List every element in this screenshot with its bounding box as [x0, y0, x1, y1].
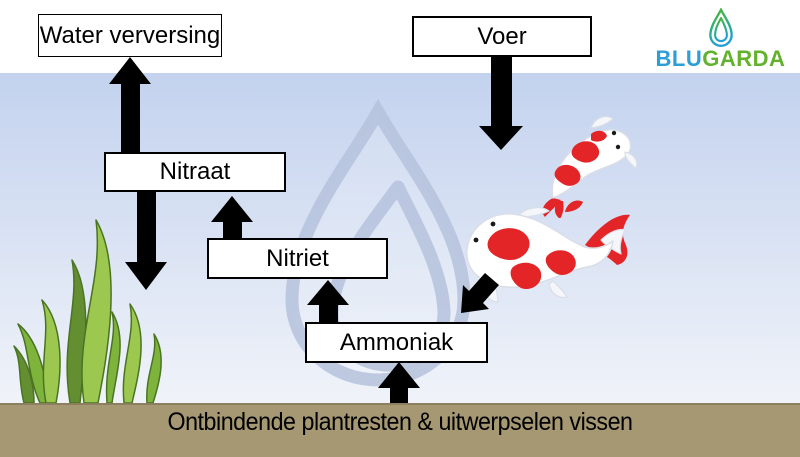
arrow-fish-to-ammoniak — [461, 273, 499, 313]
koi-fish-large-icon — [466, 200, 630, 303]
logo-text-blu: BLU — [655, 46, 703, 71]
box-ammoniak-label: Ammoniak — [339, 328, 454, 356]
koi-fish-small-icon — [542, 116, 638, 218]
box-nitriet-label: Nitriet — [266, 244, 329, 272]
arrow-ammoniak-to-nitriet — [307, 280, 349, 322]
arrow-nitraat-to-water-verversing — [109, 57, 151, 152]
arrow-nitraat-to-plants — [125, 192, 167, 290]
box-voer-label: Voer — [477, 22, 527, 50]
box-water-verversing: Water verversing — [38, 14, 222, 57]
box-nitraat-label: Nitraat — [159, 158, 231, 185]
soil-band — [0, 403, 800, 457]
arrow-nitriet-to-nitraat — [211, 196, 253, 238]
arrow-voer-to-water — [479, 57, 523, 150]
soil-caption: Ontbindende plantresten & uitwerpselen v… — [167, 408, 633, 436]
box-nitraat: Nitraat — [104, 152, 286, 192]
blugarda-logo: BLUGARDA — [648, 8, 793, 70]
box-voer: Voer — [412, 16, 592, 57]
box-water-verversing-label: Water verversing — [39, 21, 221, 49]
arrow-soil-to-ammoniak — [378, 362, 420, 403]
box-nitriet: Nitriet — [207, 238, 388, 279]
blugarda-wordmark: BLUGARDA — [656, 48, 786, 70]
logo-text-garda: GARDA — [702, 46, 786, 71]
box-ammoniak: Ammoniak — [305, 322, 488, 363]
blugarda-drop-icon — [708, 8, 733, 47]
aquatic-plant-icon — [13, 219, 162, 403]
